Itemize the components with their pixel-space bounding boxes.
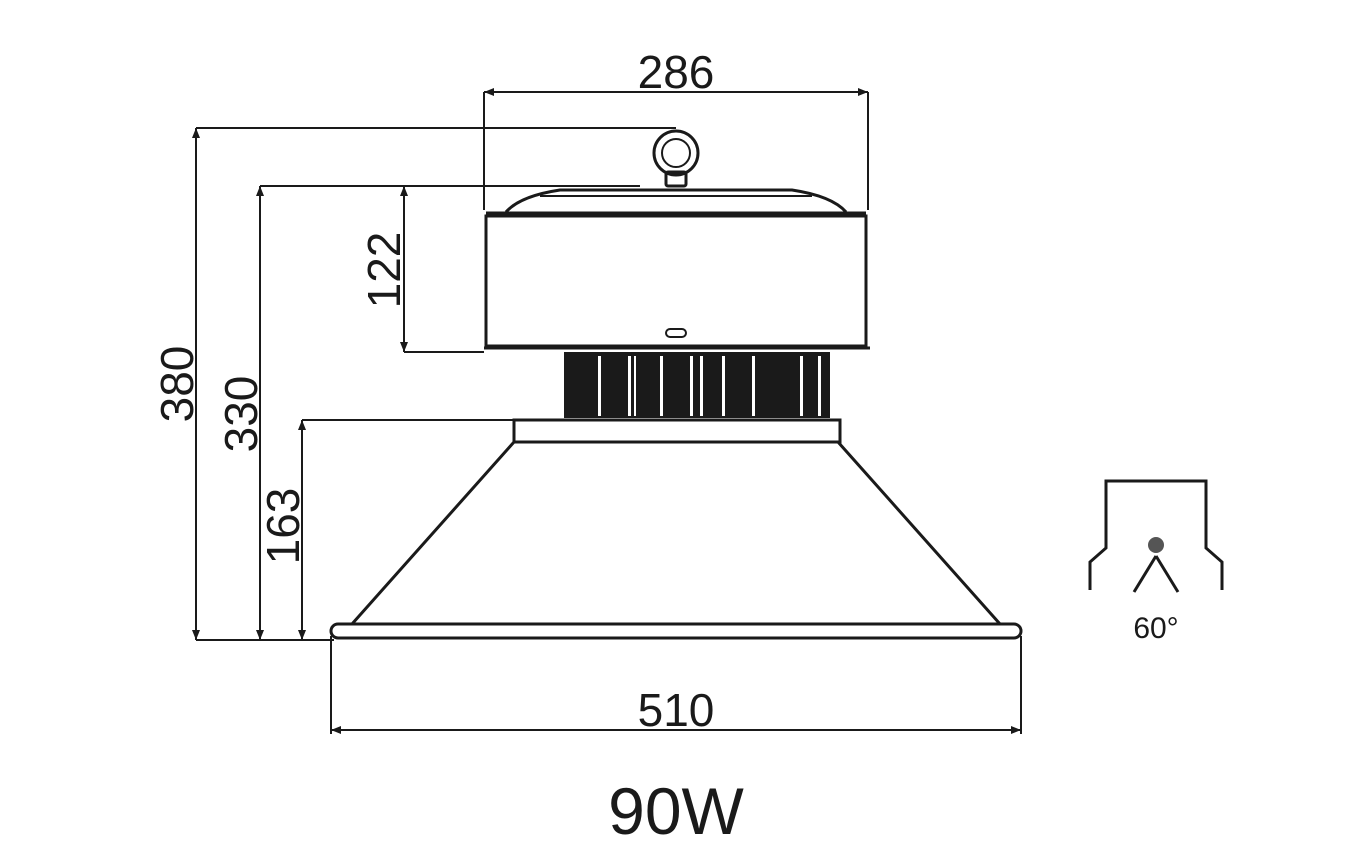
dimension-bottom-width: 510: [330, 636, 1022, 736]
driver-cover-dome: [504, 188, 848, 214]
dimension-top-width: 286: [483, 46, 869, 210]
driver-height-label: 122: [358, 232, 410, 309]
bottom-width-label: 510: [638, 684, 715, 736]
dimension-overall-height: 380: [151, 127, 676, 640]
beam-angle-label: 60°: [1133, 612, 1178, 645]
reflector-shade: [348, 440, 1004, 626]
body-height-label: 330: [215, 376, 267, 453]
dimension-driver-height: 122: [358, 186, 484, 353]
status-indicator: [665, 328, 687, 338]
heatsink: [564, 352, 830, 418]
dimension-reflector-height: 163: [257, 419, 514, 640]
reflector-height-label: 163: [257, 488, 309, 565]
beam-angle-icon: 60°: [1088, 479, 1224, 645]
hanging-ring: [652, 129, 700, 188]
top-width-label: 286: [638, 46, 715, 98]
dimension-body-height: 330: [215, 185, 640, 640]
light-source-dot: [1148, 537, 1164, 553]
reflector-collar: [512, 418, 842, 444]
reflector-rim: [329, 622, 1023, 640]
driver-housing: [484, 214, 868, 348]
overall-height-label: 380: [151, 346, 203, 423]
power-label: 90W: [608, 774, 744, 848]
